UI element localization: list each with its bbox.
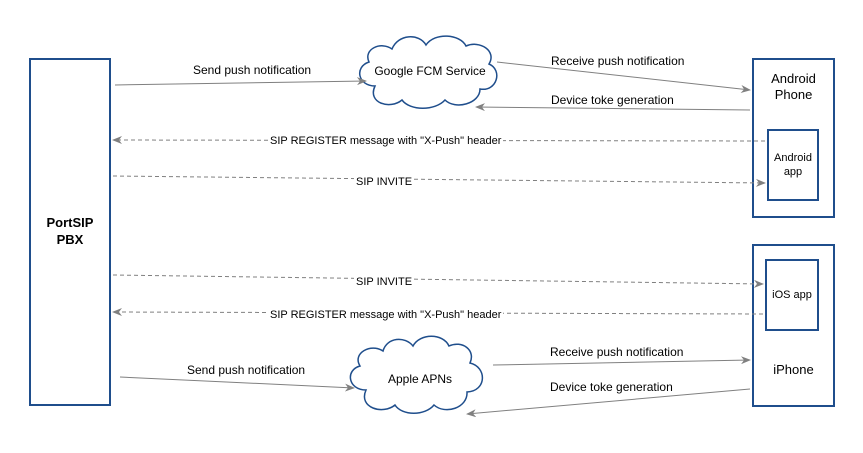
edge-label-apns-to-iphone: Receive push notification [550, 345, 684, 359]
apns-cloud [349, 335, 484, 414]
edge-android-invite [112, 175, 766, 187]
android-app-label-line2: app [783, 166, 803, 178]
pbx-box [29, 58, 111, 406]
edge-ios-invite [112, 274, 764, 288]
pbx-label: PortSIP PBX [30, 214, 110, 248]
edge-android-to-fcm [475, 103, 751, 112]
edge-label-android-to-fcm: Device toke generation [551, 93, 674, 107]
edge-apns-to-iphone [492, 356, 751, 366]
fcm-cloud [359, 35, 498, 109]
android-app-box [767, 129, 819, 201]
android-app-label-line1: Android [774, 152, 812, 164]
edge-label-ios-invite: SIP INVITE [354, 276, 415, 289]
edge-label-pbx-to-fcm: Send push notification [193, 63, 312, 77]
ios-app-label: iOS app [772, 289, 812, 301]
edge-label-android-invite: SIP INVITE [354, 176, 415, 189]
android-phone-label-line1: Android [771, 71, 816, 86]
fcm-label: Google FCM Service [374, 64, 486, 78]
edge-label-fcm-to-android: Receive push notification [551, 54, 685, 68]
pbx-label-line2: PBX [56, 232, 84, 247]
edge-label-android-register: SIP REGISTER message with "X-Push" heade… [268, 135, 504, 148]
android-app-label: Android app [768, 151, 818, 179]
edge-android-register [112, 136, 766, 145]
edge-iphone-to-apns [466, 388, 751, 418]
edge-label-pbx-to-apns: Send push notification [187, 363, 306, 377]
android-phone-label: Android Phone [753, 71, 834, 103]
pbx-label-line1: PortSIP [46, 215, 94, 230]
edge-pbx-to-fcm [114, 77, 367, 86]
apns-label: Apple APNs [387, 372, 453, 386]
iphone-label: iPhone [773, 362, 814, 377]
edge-label-ios-register: SIP REGISTER message with "X-Push" heade… [268, 309, 504, 322]
edge-label-iphone-to-apns: Device toke generation [550, 380, 673, 394]
edge-pbx-to-apns [119, 376, 355, 392]
ios-app-box [765, 259, 819, 331]
edge-fcm-to-android [496, 61, 751, 93]
android-phone-label-line2: Phone [774, 87, 813, 102]
